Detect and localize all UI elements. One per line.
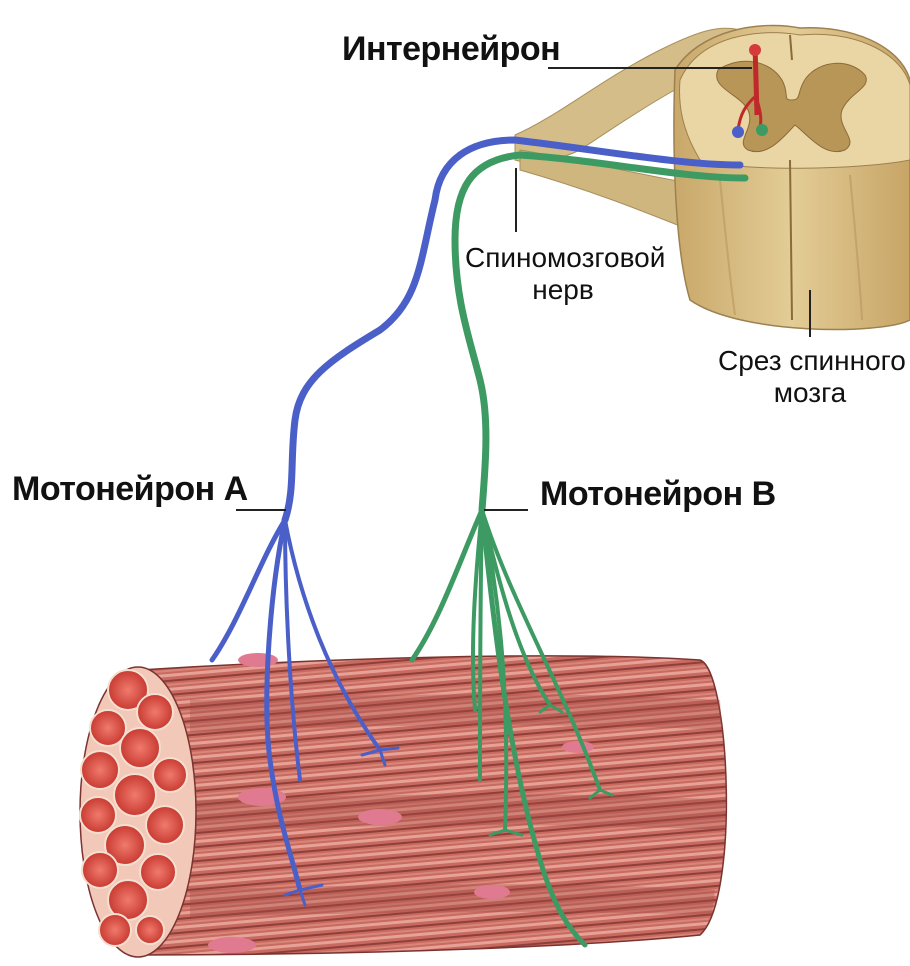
muscle-fascicle: [80, 653, 726, 957]
interneuron-label: Интернейрон: [342, 30, 560, 69]
motoneuron-b-label: Мотонейрон В: [540, 475, 776, 514]
motoneuron-a-label: Мотонейрон А: [12, 470, 248, 509]
cord-section-label-line1: Срез спинного: [718, 345, 902, 377]
cord-section-label: Срез спинного мозга: [718, 345, 902, 409]
spinal-nerve-label-line2: нерв: [465, 274, 661, 306]
cord-section-label-line2: мозга: [718, 377, 902, 409]
spinal-nerve-label-line1: Спиномозговой: [465, 242, 661, 274]
spinal-nerve-label: Спиномозговой нерв: [465, 242, 661, 306]
